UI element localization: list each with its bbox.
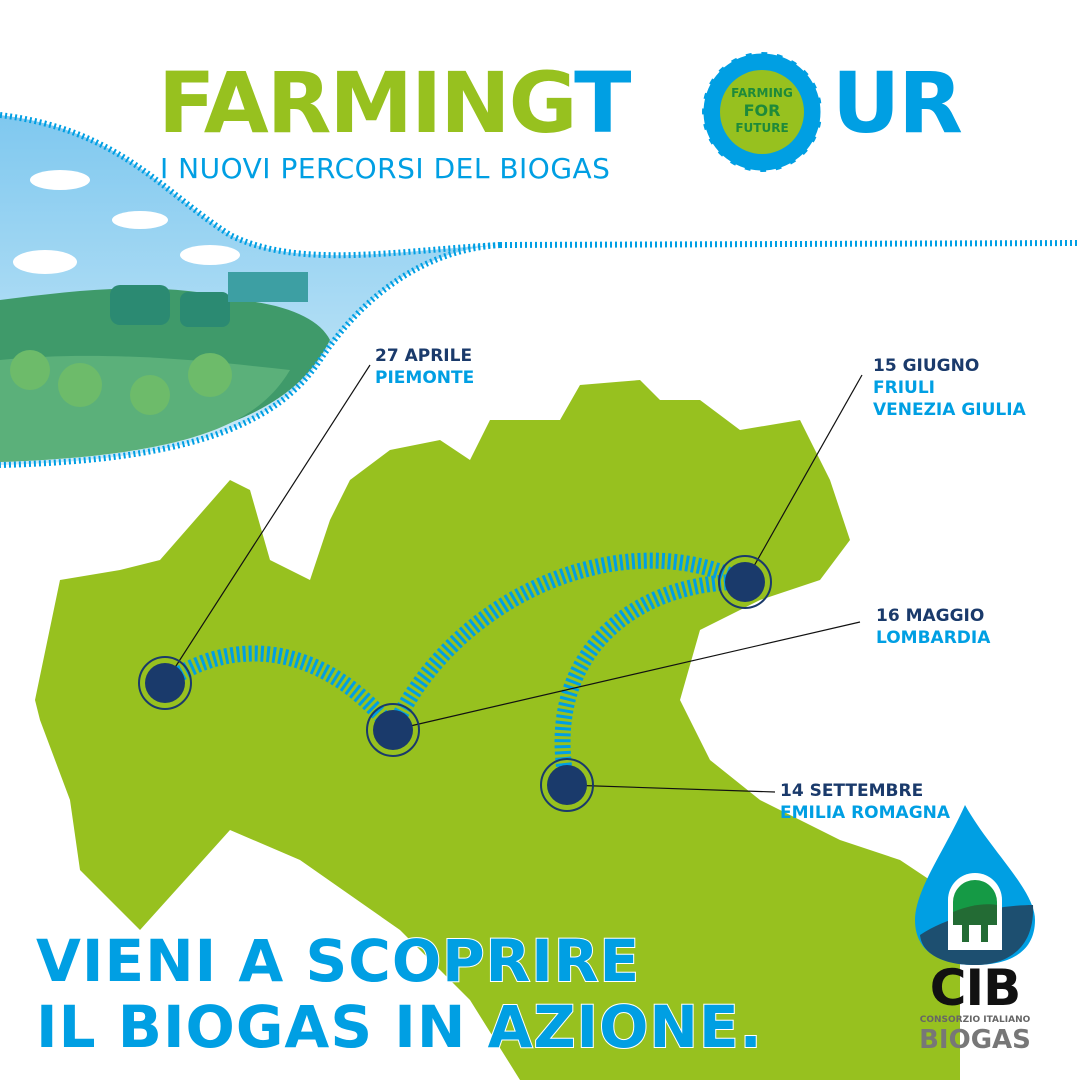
page-title-end: UR [832,54,963,152]
marker-friuli [718,555,772,609]
route-friuli-emilia [554,573,746,787]
italy-map [35,380,960,1080]
route-lombardia-friuli [385,552,749,734]
location-markers [138,555,772,812]
farming-for-future-logo: FARMING FOR FUTURE [731,86,793,135]
call-to-action: VIENI A SCOPRIRE IL BIOGAS IN AZIONE. [35,927,763,1061]
cib-logo: CIB CONSORZIO ITALIANO BIOGAS [919,959,1031,1055]
marker-emilia [540,758,594,812]
marker-lombardia [366,703,420,757]
page-title: FARMINGT [158,54,631,152]
farm-scene [0,112,1080,468]
cib-drop-icon [915,805,1035,965]
page-subtitle: I NUOVI PERCORSI DEL BIOGAS [160,152,611,185]
tire-badge-icon [700,50,824,174]
marker-piemonte [138,656,192,710]
